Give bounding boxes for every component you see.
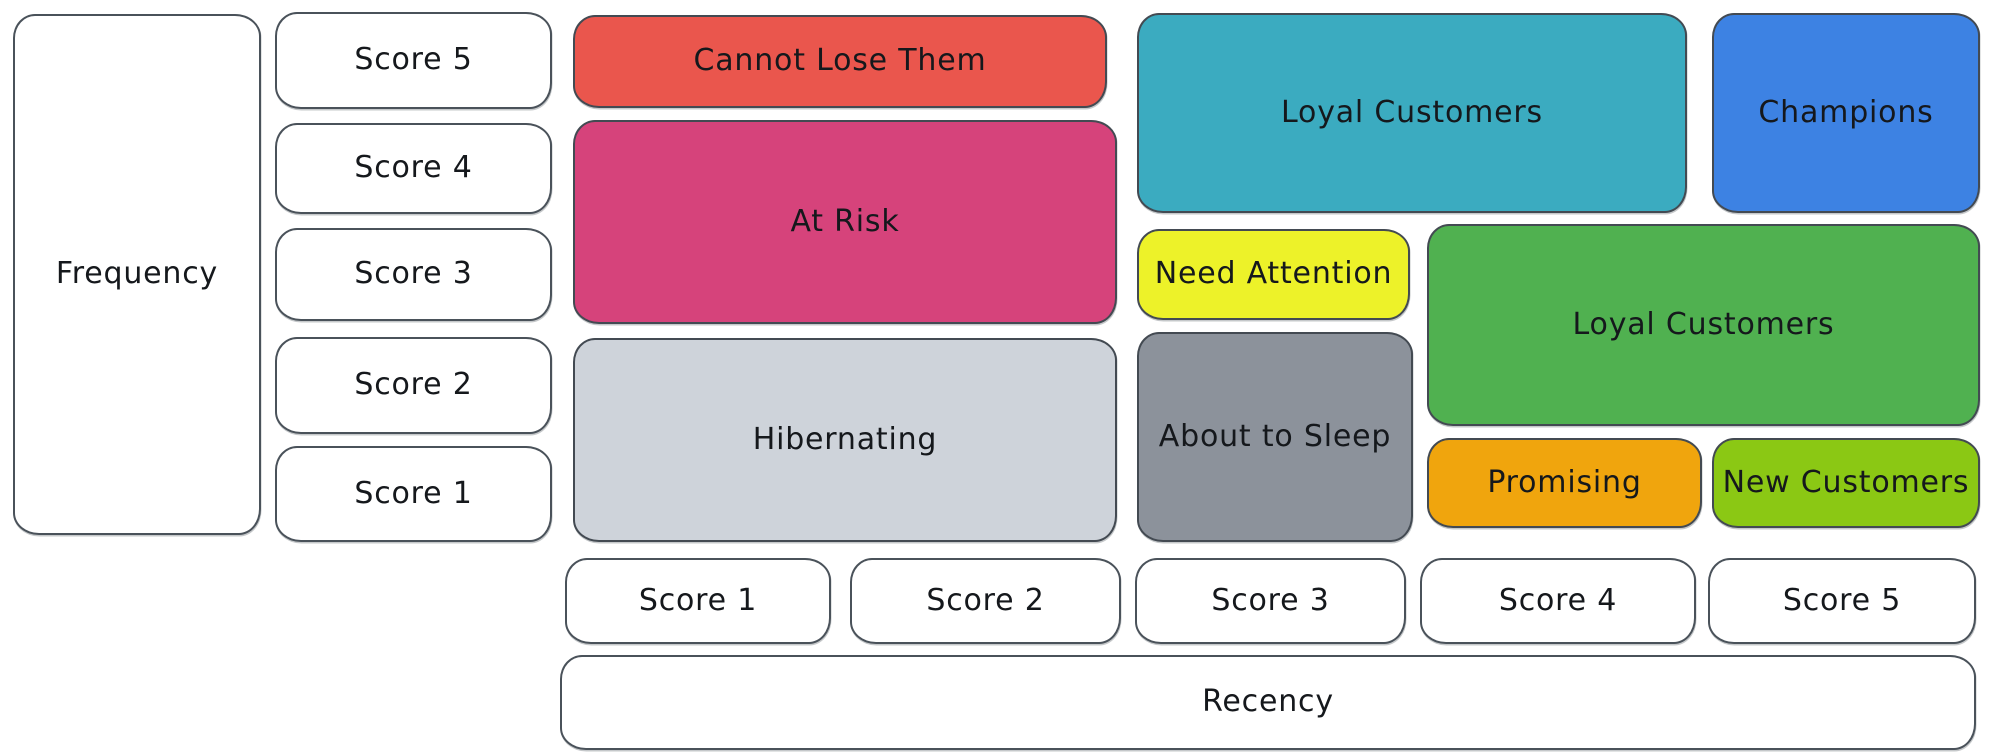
frequency-score-4: Score 4 [275,123,552,214]
segment-loyal-customers-mid: Loyal Customers [1427,224,1980,426]
recency-score-5: Score 5 [1708,558,1976,644]
frequency-score-3-text: Score 3 [354,256,473,292]
segment-loyal-customers-mid-label: Loyal Customers [1572,306,1835,342]
frequency-axis-text: Frequency [55,256,219,292]
frequency-score-3: Score 3 [275,228,552,321]
segment-need-attention-label: Need Attention [1154,256,1393,292]
segment-new-customers: New Customers [1712,438,1980,528]
recency-score-3-text: Score 3 [1211,582,1330,618]
segment-cannot-lose-them-label: Cannot Lose Them [693,43,987,79]
frequency-score-5: Score 5 [275,12,552,109]
segment-at-risk-label: At Risk [790,203,900,239]
recency-score-5-text: Score 5 [1782,582,1902,618]
frequency-score-2: Score 2 [275,337,552,434]
recency-score-2-text: Score 2 [926,582,1045,618]
frequency-score-1-text: Score 1 [354,475,473,511]
frequency-score-2-text: Score 2 [354,367,473,403]
recency-score-1-text: Score 1 [638,582,758,618]
recency-score-1: Score 1 [565,558,831,644]
segment-hibernating: Hibernating [573,338,1117,542]
segment-about-to-sleep-label: About to Sleep [1158,418,1392,454]
segment-champions: Champions [1712,13,1980,213]
segment-loyal-customers-top-label: Loyal Customers [1281,94,1543,130]
frequency-axis-label: Frequency [13,14,261,535]
segment-loyal-customers-top: Loyal Customers [1137,13,1687,213]
frequency-score-1: Score 1 [275,446,552,542]
segment-champions-label: Champions [1758,94,1934,130]
segment-promising: Promising [1427,438,1702,528]
recency-score-3: Score 3 [1135,558,1406,644]
recency-axis-label: Recency [560,655,1976,750]
recency-score-4-text: Score 4 [1498,582,1618,618]
segment-need-attention: Need Attention [1137,229,1410,320]
recency-axis-text: Recency [1202,684,1334,720]
segment-hibernating-label: Hibernating [752,421,938,457]
segment-new-customers-label: New Customers [1722,464,1970,500]
frequency-score-4-text: Score 4 [354,150,473,186]
frequency-score-5-text: Score 5 [354,42,473,78]
segment-at-risk: At Risk [573,120,1117,324]
segment-about-to-sleep: About to Sleep [1137,332,1413,542]
recency-score-2: Score 2 [850,558,1121,644]
segment-cannot-lose-them: Cannot Lose Them [573,15,1107,108]
segment-promising-label: Promising [1487,464,1642,500]
recency-score-4: Score 4 [1420,558,1696,644]
